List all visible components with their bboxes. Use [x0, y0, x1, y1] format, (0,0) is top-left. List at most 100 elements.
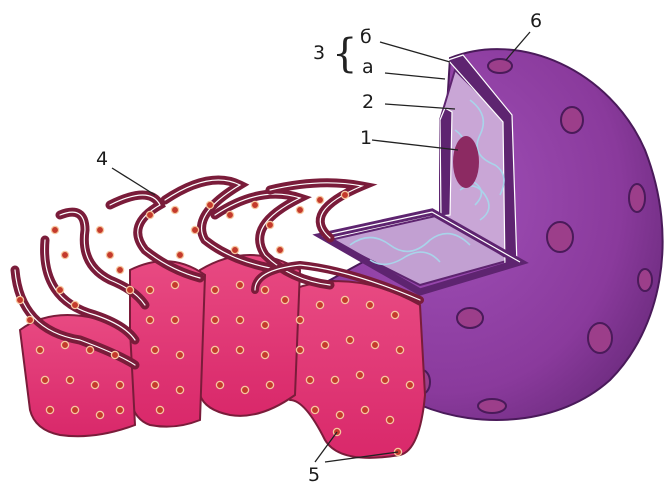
er-midleft-block: [130, 261, 205, 427]
leader-line-4: [112, 168, 155, 195]
ribosome: [61, 251, 68, 258]
ribosome: [96, 411, 103, 418]
nuclear-pore: [547, 222, 573, 252]
ribosome: [261, 321, 268, 328]
ribosome: [176, 351, 183, 358]
ribosome: [171, 206, 178, 213]
ribosome: [296, 206, 303, 213]
ribosome: [96, 226, 103, 233]
ribosome: [236, 316, 243, 323]
ribosome: [146, 286, 153, 293]
ribosome: [406, 381, 413, 388]
ribosome: [356, 371, 363, 378]
ribosome: [321, 341, 328, 348]
label-2: 2: [362, 93, 374, 112]
er-left-block: [20, 315, 135, 436]
ribosome: [261, 351, 268, 358]
ribosome: [46, 406, 53, 413]
ribosome: [146, 316, 153, 323]
leader-line-3b: [380, 42, 450, 62]
ribosome: [266, 221, 273, 228]
ribosome: [176, 251, 183, 258]
ribosome: [16, 296, 23, 303]
nuclear-pore: [561, 107, 583, 133]
nuclear-pore: [588, 323, 612, 353]
leader-line-3a: [385, 73, 445, 79]
label-1: 1: [360, 129, 372, 148]
ribosome: [116, 266, 123, 273]
ribosome: [191, 226, 198, 233]
ribosome: [116, 381, 123, 388]
ribosome: [206, 201, 213, 208]
label-3-b: б: [360, 28, 372, 47]
ribosome: [116, 406, 123, 413]
ribosome: [151, 346, 158, 353]
ribosome: [316, 196, 323, 203]
ribosome: [296, 346, 303, 353]
ribosome: [86, 346, 93, 353]
ribosome: [171, 281, 178, 288]
rough-er: [15, 180, 425, 458]
ribosome: [61, 341, 68, 348]
ribosome: [346, 336, 353, 343]
ribosome: [151, 381, 158, 388]
ribosome: [36, 346, 43, 353]
ribosome: [41, 376, 48, 383]
ribosome: [211, 286, 218, 293]
nuclear-pore: [629, 184, 645, 212]
ribosome: [106, 251, 113, 258]
ribosome: [396, 346, 403, 353]
ribosome: [306, 376, 313, 383]
ribosome: [171, 316, 178, 323]
label-3-brace: {: [332, 34, 357, 74]
ribosome: [296, 316, 303, 323]
ribosome: [111, 351, 118, 358]
ribosome: [216, 381, 223, 388]
ribosome: [91, 381, 98, 388]
nucleolus: [453, 136, 479, 188]
ribosome: [156, 406, 163, 413]
ribosome: [311, 406, 318, 413]
ribosome: [146, 211, 153, 218]
ribosome: [51, 226, 58, 233]
er-middle-block: [200, 255, 300, 416]
ribosome: [331, 376, 338, 383]
ribosome: [381, 376, 388, 383]
label-3: 3: [313, 44, 325, 63]
ribosome: [71, 406, 78, 413]
ribosome: [281, 296, 288, 303]
ribosome: [386, 416, 393, 423]
nuclear-pore: [488, 59, 512, 73]
ribosome: [316, 301, 323, 308]
ribosome: [56, 286, 63, 293]
label-3-a: а: [362, 58, 374, 77]
ribosome: [26, 316, 33, 323]
ribosome: [276, 246, 283, 253]
ribosome: [236, 281, 243, 288]
ribosome: [261, 286, 268, 293]
ribosome: [236, 346, 243, 353]
ribosome: [226, 211, 233, 218]
ribosome: [176, 386, 183, 393]
nuclear-envelope-inner-membrane: [440, 108, 452, 216]
ribosome: [341, 296, 348, 303]
label-6: 6: [530, 12, 542, 31]
nuclear-pore: [638, 269, 652, 291]
ribosome: [241, 386, 248, 393]
ribosome: [266, 381, 273, 388]
ribosome: [71, 301, 78, 308]
ribosome: [341, 191, 348, 198]
ribosome: [126, 286, 133, 293]
ribosome: [371, 341, 378, 348]
ribosome: [66, 376, 73, 383]
ribosome: [366, 301, 373, 308]
label-5: 5: [308, 466, 320, 485]
nuclear-pore: [457, 308, 483, 328]
ribosome: [391, 311, 398, 318]
label-4: 4: [96, 150, 108, 169]
ribosome: [231, 246, 238, 253]
ribosome: [361, 406, 368, 413]
ribosome: [211, 346, 218, 353]
ribosome: [251, 201, 258, 208]
